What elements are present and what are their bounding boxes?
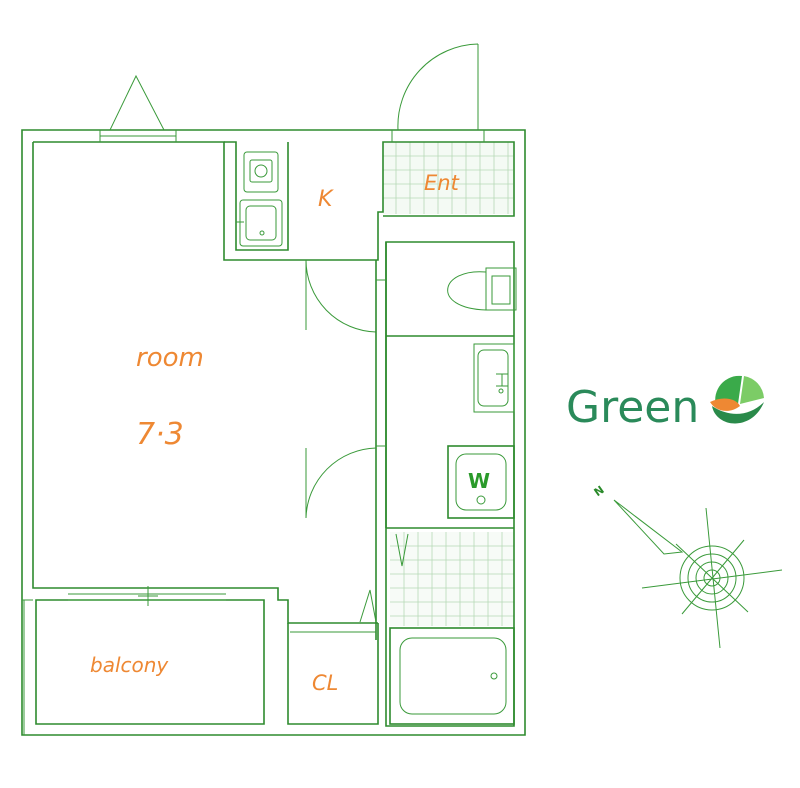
balcony [35,586,265,725]
compass-north-label: N [592,483,607,499]
balcony-label: balcony [90,653,169,677]
kitchen-label: K [318,187,334,212]
kitchen-counter [224,141,289,251]
washing-machine [447,445,515,519]
closet [287,589,379,725]
compass-icon: N [592,483,783,649]
room-size-label: 7·3 [136,417,184,452]
washer-label: W [468,469,490,493]
room-label: room [136,343,204,373]
entrance-label: Ent [424,171,460,195]
outer-walls [21,129,526,736]
bathtub [389,627,515,725]
entrance-tiles [383,142,513,214]
partition-wall [375,241,515,727]
leaf-icon [710,375,765,425]
brand-logo: Green [566,375,765,433]
room-window-top [99,74,177,142]
room-door [305,447,377,519]
entrance-door [391,43,485,142]
bath-door [395,533,409,567]
wash-basin [473,343,515,413]
brand-name: Green [566,382,699,433]
closet-label: CL [312,671,338,695]
kitchen-door [305,259,377,333]
toilet [447,267,517,311]
bath-tiles [390,532,514,626]
